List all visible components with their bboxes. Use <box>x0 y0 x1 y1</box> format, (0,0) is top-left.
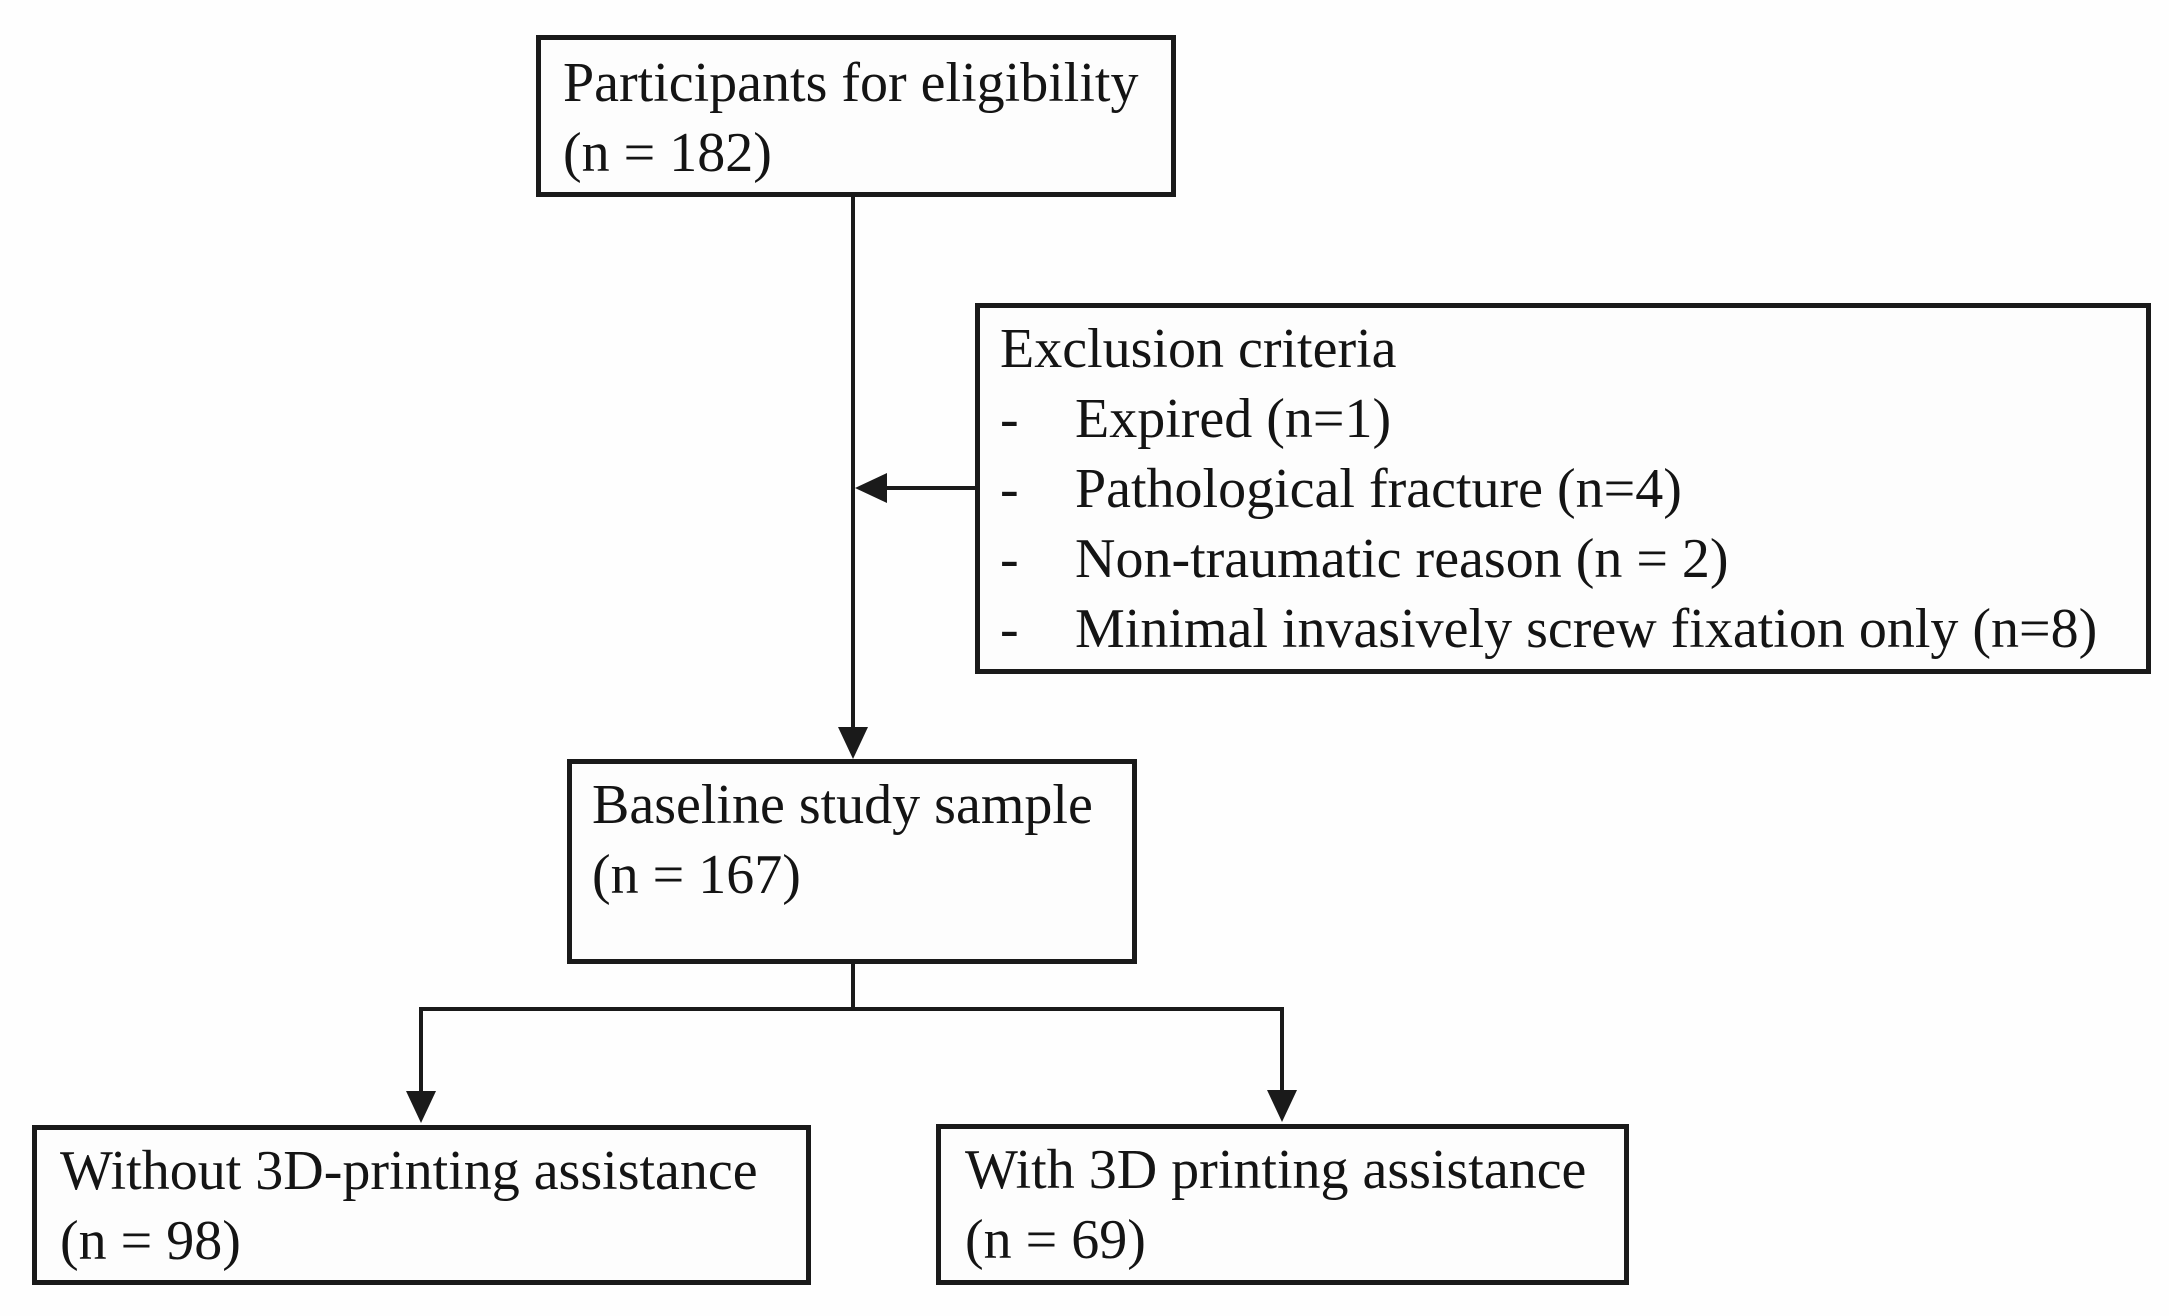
with-3d-count: (n = 69) <box>965 1209 1146 1271</box>
exclusion-item: - Non-traumatic reason (n = 2) <box>1000 524 2134 594</box>
connector-branch-to-with-box <box>1280 1007 1284 1092</box>
exclusion-item: - Minimal invasively screw fixation only… <box>1000 594 2134 664</box>
bullet-dash-icon: - <box>1000 388 1019 450</box>
eligibility-label: Participants for eligibility <box>563 52 1139 114</box>
arrowhead-left-exclusion-icon <box>855 473 887 503</box>
baseline-label: Baseline study sample <box>592 774 1093 836</box>
eligibility-box: Participants for eligibility (n = 182) <box>536 35 1176 197</box>
exclusion-item: - Expired (n=1) <box>1000 384 2134 454</box>
arrowhead-down-with-icon <box>1267 1090 1297 1122</box>
exclusion-header: Exclusion criteria <box>1000 318 1397 380</box>
connector-baseline-to-branch <box>851 964 855 1011</box>
without-3d-label: Without 3D-printing assistance <box>60 1140 758 1202</box>
eligibility-count: (n = 182) <box>563 122 772 184</box>
exclusion-item-label: Non-traumatic reason (n = 2) <box>1075 528 1729 590</box>
baseline-sample-box: Baseline study sample (n = 167) <box>567 759 1137 964</box>
connector-branch-to-without-box <box>419 1007 423 1093</box>
without-3d-count: (n = 98) <box>60 1210 241 1272</box>
with-3d-printing-box: With 3D printing assistance (n = 69) <box>936 1124 1629 1285</box>
bullet-dash-icon: - <box>1000 528 1019 590</box>
exclusion-item-label: Minimal invasively screw fixation only (… <box>1075 598 2098 660</box>
exclusion-item-label: Expired (n=1) <box>1075 388 1392 450</box>
connector-branch-horizontal <box>419 1007 1284 1011</box>
exclusion-item-label: Pathological fracture (n=4) <box>1075 458 1682 520</box>
bullet-dash-icon: - <box>1000 458 1019 520</box>
arrowhead-down-baseline-icon <box>838 727 868 759</box>
with-3d-label: With 3D printing assistance <box>965 1139 1587 1201</box>
bullet-dash-icon: - <box>1000 598 1019 660</box>
exclusion-criteria-box: Exclusion criteria - Expired (n=1) - Pat… <box>975 303 2151 674</box>
without-3d-printing-box: Without 3D-printing assistance (n = 98) <box>32 1125 811 1285</box>
arrowhead-down-without-icon <box>406 1091 436 1123</box>
connector-eligibility-to-baseline <box>851 197 855 729</box>
exclusion-item: - Pathological fracture (n=4) <box>1000 454 2134 524</box>
baseline-count: (n = 167) <box>592 844 801 906</box>
connector-exclusion-to-stem <box>883 486 975 490</box>
